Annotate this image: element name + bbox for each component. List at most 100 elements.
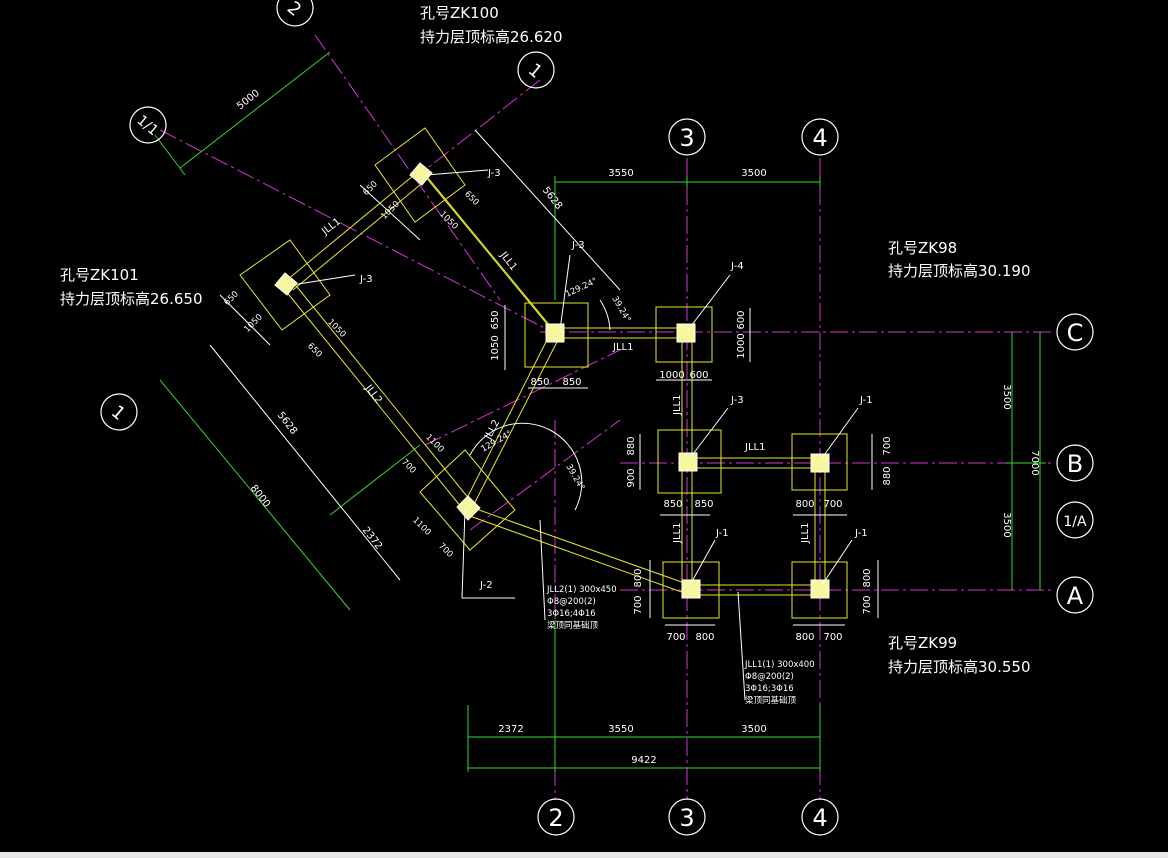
- dim-j2-2: 1100: [410, 515, 432, 537]
- dim-zk101-2: 1050: [325, 317, 347, 339]
- borehole-level-zk101: 持力层顶标高26.650: [60, 290, 203, 308]
- dim-b4-3: 700: [823, 499, 842, 510]
- borehole-level-zk100: 持力层顶标高26.620: [420, 28, 563, 46]
- borehole-id-zk101: 孔号ZK101: [60, 266, 139, 284]
- beams: [284, 169, 826, 596]
- borehole-id-zk100: 孔号ZK100: [420, 4, 499, 22]
- axis-label-top-0: 3: [679, 124, 694, 152]
- dim-a3-2: 700: [666, 632, 685, 643]
- axis-label-right-3: A: [1067, 582, 1084, 610]
- footing-label-2: J-3: [571, 240, 585, 251]
- angle-text-0: 129.24°: [564, 276, 599, 299]
- footing-label-6: J-1: [715, 528, 729, 539]
- axis-bubble-3-bottom: [668, 798, 706, 836]
- jll2-note-2: 3Φ16;4Φ16: [547, 609, 596, 619]
- dim-bottom-total: 9422: [631, 755, 656, 766]
- axis-label-bottom-2: 4: [812, 804, 827, 832]
- dim-zk100-0: 650: [361, 179, 380, 198]
- jll2-note-3: 梁顶同基础顶: [547, 620, 599, 631]
- dim-zk101-3: 650: [305, 341, 324, 360]
- footing-label-5: J-1: [859, 395, 873, 406]
- dim-j2-3: 700: [436, 541, 455, 560]
- angle-arc-top: [599, 299, 611, 331]
- dim-b3-1: 900: [626, 468, 637, 487]
- angle-text-3: 39.24°: [563, 463, 586, 493]
- axis-bubble-b: [1056, 444, 1094, 482]
- dim-a4-2: 800: [795, 632, 814, 643]
- axis-bubble-rot-2: [276, 0, 314, 27]
- axis-bubbles: [100, 0, 1094, 836]
- dim-right-0: 3500: [1001, 384, 1012, 409]
- beam-label-8: JLL1: [800, 523, 811, 544]
- dim-a4-0: 800: [862, 568, 873, 587]
- dim-a4-3: 700: [823, 632, 842, 643]
- dim-j2-0: 700: [399, 457, 418, 476]
- dim-a3-3: 800: [695, 632, 714, 643]
- dim-a3-0: 800: [633, 568, 644, 587]
- dim-b3-0: 880: [626, 436, 637, 455]
- axis-label-rot-1: 1/1: [134, 112, 162, 139]
- dim-right-1: 3500: [1001, 512, 1012, 537]
- jll1-note-0: JLL1(1) 300x400: [744, 660, 815, 670]
- angle-text-1: 39.24°: [609, 295, 632, 325]
- axis-bubble-labels: 2 3 4 3 4 C B 1/A A 1 1/1 2 1: [107, 0, 1087, 832]
- footing-labels: J-3 J-3 J-3 J-4 J-3 J-1 J-1 J-1 J-2: [359, 168, 873, 591]
- axis-label-rot-2: 2: [283, 0, 305, 21]
- dim-b4-1: 880: [882, 466, 893, 485]
- dim-rot-2372: 2372: [360, 525, 384, 552]
- beam-note-jll1: JLL1(1) 300x400 Φ8@200(2) 3Φ16;3Φ16 梁顶同基…: [744, 660, 815, 706]
- jll2-note-0: JLL2(1) 300x450: [546, 585, 617, 595]
- dim-bottom-1: 3550: [608, 724, 633, 735]
- footings: [239, 127, 848, 619]
- dim-b4-2: 800: [795, 499, 814, 510]
- dim-rot-5000: 5000: [235, 88, 262, 112]
- axis-bubble-rot-1-1: [129, 106, 167, 144]
- beam-label-0: JLL1: [319, 216, 343, 238]
- axis-label-right-2: 1/A: [1063, 514, 1087, 530]
- axis-label-bottom-1: 3: [679, 804, 694, 832]
- axis-label-top-1: 4: [812, 124, 827, 152]
- columns: [274, 162, 830, 599]
- dimension-lines: [154, 51, 1046, 772]
- dim-j4-0: 600: [736, 310, 747, 329]
- dim-b4-0: 700: [882, 436, 893, 455]
- borehole-id-zk99: 孔号ZK99: [888, 634, 957, 652]
- beam-label-3: JLL1: [612, 342, 633, 353]
- borehole-level-zk99: 持力层顶标高30.550: [888, 658, 1031, 676]
- dim-zk100-3: 650: [462, 189, 481, 208]
- footing-label-1: J-3: [359, 274, 373, 285]
- dim-jc2-0: 650: [490, 310, 501, 329]
- dim-jc2-3: 850: [562, 377, 581, 388]
- dim-j2-1: 1100: [423, 432, 445, 454]
- dim-a3-1: 700: [633, 595, 644, 614]
- dim-zk101-0: 650: [222, 289, 241, 308]
- axis-label-bottom-0: 2: [548, 804, 563, 832]
- dim-top-0: 3550: [608, 168, 633, 179]
- axis-bubble-rot-1-bottom: [100, 393, 138, 431]
- beam-label-6: JLL1: [744, 442, 765, 453]
- beam-label-5: JLL1: [672, 395, 683, 416]
- borehole-id-zk98: 孔号ZK98: [888, 239, 957, 257]
- axis-label-rot-3: 1: [107, 401, 129, 424]
- axis-bubble-4-bottom: [801, 798, 839, 836]
- borehole-notes: 孔号ZK100 持力层顶标高26.620 孔号ZK101 持力层顶标高26.65…: [60, 4, 1031, 676]
- dim-rot-5628a: 5628: [540, 185, 564, 212]
- jll1-note-2: 3Φ16;3Φ16: [745, 684, 794, 694]
- dim-j4-3: 600: [689, 370, 708, 381]
- grid-axis-lines: [159, 34, 1052, 800]
- angle-arc-bottom: [469, 422, 583, 511]
- jll1-note-3: 梁顶同基础顶: [745, 695, 797, 706]
- axis-label-right-0: C: [1067, 319, 1084, 347]
- footing-label-7: J-1: [854, 528, 868, 539]
- dim-zk101-1: 1050: [242, 312, 264, 334]
- axis-bubble-2: [537, 798, 575, 836]
- beam-label-1: JLL1: [497, 249, 519, 273]
- dim-b3-3: 850: [694, 499, 713, 510]
- dim-b3-2: 850: [663, 499, 682, 510]
- leader-lines: [291, 169, 859, 701]
- axis-bubble-c: [1056, 313, 1094, 351]
- dim-j4-2: 1000: [659, 370, 684, 381]
- beam-label-7: JLL1: [672, 523, 683, 544]
- axis-bubble-4-top: [801, 118, 839, 156]
